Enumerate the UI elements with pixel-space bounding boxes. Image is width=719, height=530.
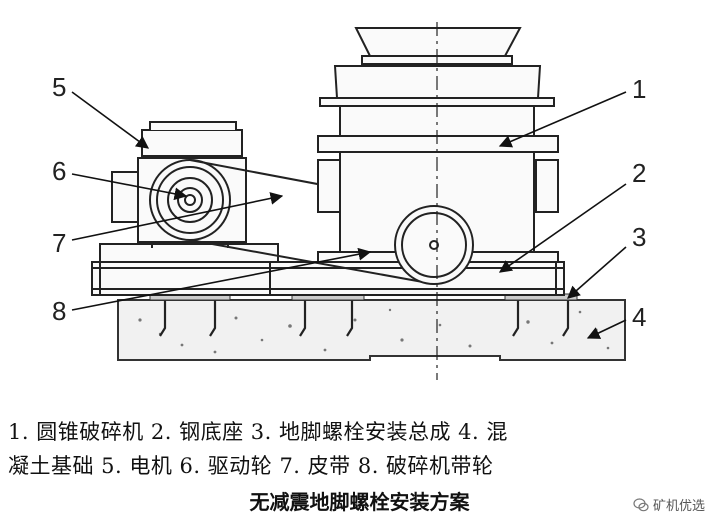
legend-line-1: 1. 圆锥破碎机 2. 钢底座 3. 地脚螺栓安装总成 4. 混 bbox=[8, 420, 508, 444]
concrete-foundation bbox=[117, 299, 626, 361]
installation-diagram: 1 2 3 4 5 6 7 8 bbox=[52, 22, 646, 380]
motor-base bbox=[99, 243, 279, 263]
figure-caption: 无减震地脚螺栓安装方案 bbox=[249, 490, 470, 514]
callout-5: 5 bbox=[52, 72, 66, 102]
callout-6: 6 bbox=[52, 156, 66, 186]
callout-3: 3 bbox=[632, 222, 646, 252]
callout-1: 1 bbox=[632, 74, 646, 104]
callout-2: 2 bbox=[632, 158, 646, 188]
anchor-bolts bbox=[159, 298, 570, 337]
legend-line-2: 凝土基础 5. 电机 6. 驱动轮 7. 皮带 8. 破碎机带轮 bbox=[8, 454, 494, 478]
callout-7: 7 bbox=[52, 228, 66, 258]
callout-4: 4 bbox=[632, 302, 646, 332]
watermark: 矿机优选 bbox=[633, 495, 705, 514]
wechat-icon bbox=[633, 497, 649, 511]
electric-motor bbox=[111, 121, 247, 248]
watermark-label: 矿机优选 bbox=[652, 499, 705, 514]
leader-lines bbox=[71, 91, 627, 339]
callout-8: 8 bbox=[52, 296, 66, 326]
cone-crusher bbox=[317, 22, 559, 380]
steel-base bbox=[91, 261, 565, 296]
